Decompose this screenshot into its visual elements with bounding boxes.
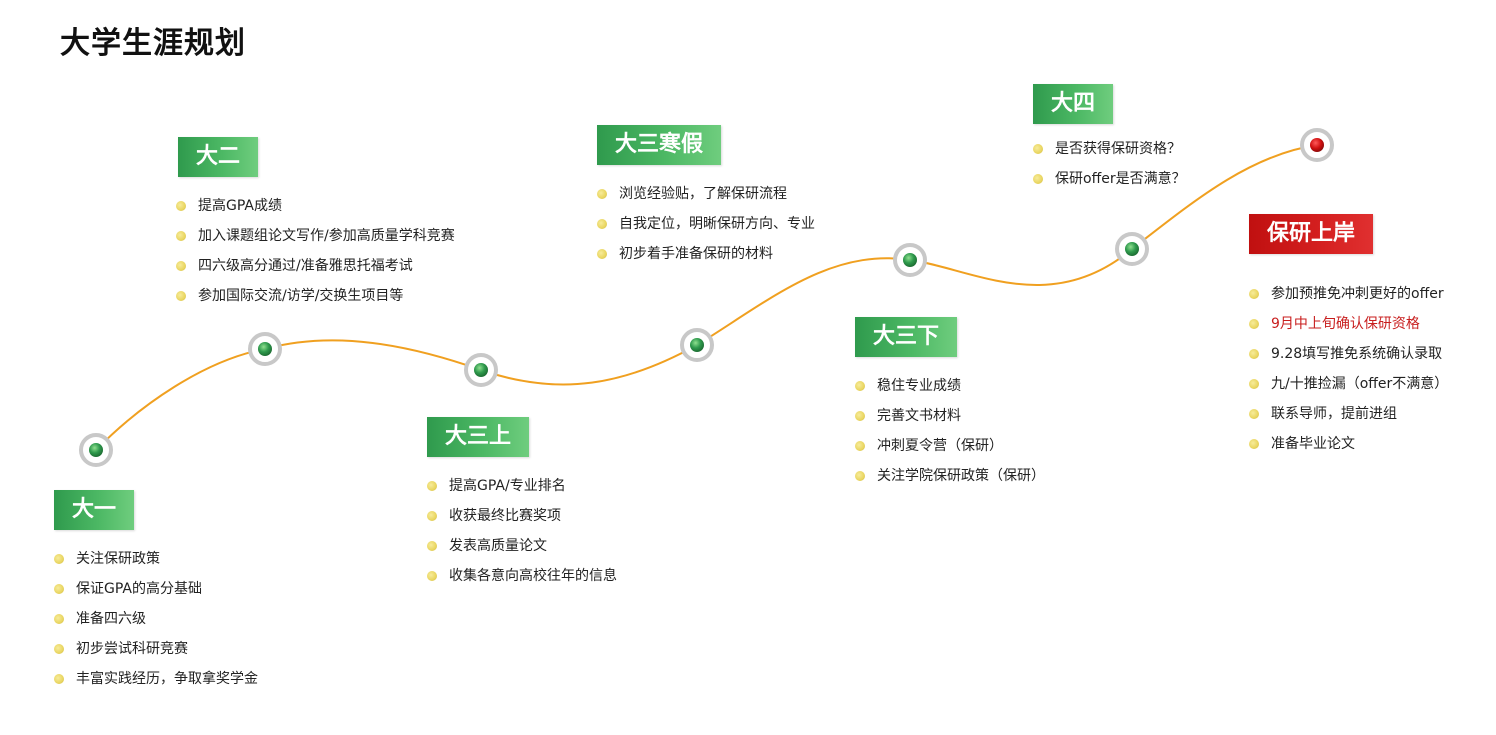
list-item: 冲刺夏令营（保研）: [855, 431, 1045, 461]
bullet-icon: [176, 201, 186, 211]
stage-da-si: 大四 是否获得保研资格？ 保研offer是否满意？: [1033, 84, 1186, 194]
stage-item-list: 参加预推免冲刺更好的offer 9月中上旬确认保研资格 9.28填写推免系统确认…: [1249, 279, 1448, 459]
node-da-san-xia: [893, 243, 927, 277]
bullet-icon: [176, 261, 186, 271]
bullet-icon: [1249, 409, 1259, 419]
bullet-icon: [176, 231, 186, 241]
stage-badge: 大三寒假: [597, 125, 722, 165]
stage-badge: 大四: [1033, 84, 1114, 124]
stage-item-list: 浏览经验贴，了解保研流程 自我定位，明晰保研方向、专业 初步着手准备保研的材料: [597, 179, 815, 269]
list-item: 发表高质量论文: [427, 531, 617, 561]
page-title: 大学生涯规划: [60, 26, 246, 61]
list-item: 收获最终比赛奖项: [427, 501, 617, 531]
bullet-icon: [1249, 289, 1259, 299]
node-da-yi: [79, 433, 113, 467]
list-item: 提高GPA成绩: [176, 191, 455, 221]
bullet-icon: [1033, 174, 1043, 184]
stage-da-er: 大二 提高GPA成绩 加入课题组论文写作/参加高质量学科竞赛 四六级高分通过/准…: [176, 137, 455, 311]
stage-da-san-hanjia: 大三寒假 浏览经验贴，了解保研流程 自我定位，明晰保研方向、专业 初步着手准备保…: [597, 125, 815, 269]
list-item: 保证GPA的高分基础: [54, 574, 258, 604]
stage-item-list: 提高GPA/专业排名 收获最终比赛奖项 发表高质量论文 收集各意向高校往年的信息: [427, 471, 617, 591]
bullet-icon: [1249, 349, 1259, 359]
list-item: 加入课题组论文写作/参加高质量学科竞赛: [176, 221, 455, 251]
bullet-icon: [1033, 144, 1043, 154]
list-item: 提高GPA/专业排名: [427, 471, 617, 501]
node-da-si: [1115, 232, 1149, 266]
list-item-highlighted: 9月中上旬确认保研资格: [1249, 309, 1448, 339]
list-item: 保研offer是否满意？: [1033, 164, 1186, 194]
bullet-icon: [54, 614, 64, 624]
list-item: 稳住专业成绩: [855, 371, 1045, 401]
list-item: 初步尝试科研竞赛: [54, 634, 258, 664]
list-item: 是否获得保研资格？: [1033, 134, 1186, 164]
list-item: 四六级高分通过/准备雅思托福考试: [176, 251, 455, 281]
node-da-er: [248, 332, 282, 366]
stage-da-yi: 大一 关注保研政策 保证GPA的高分基础 准备四六级 初步尝试科研竞赛 丰富实践…: [54, 490, 258, 694]
bullet-icon: [1249, 379, 1259, 389]
stage-badge: 大三下: [855, 317, 958, 357]
list-item: 参加国际交流/访学/交换生项目等: [176, 281, 455, 311]
bullet-icon: [54, 644, 64, 654]
list-item: 完善文书材料: [855, 401, 1045, 431]
stage-badge: 大二: [178, 137, 259, 177]
list-item: 丰富实践经历，争取拿奖学金: [54, 664, 258, 694]
bullet-icon: [54, 584, 64, 594]
stage-badge: 大一: [54, 490, 135, 530]
bullet-icon: [597, 189, 607, 199]
stage-item-list: 关注保研政策 保证GPA的高分基础 准备四六级 初步尝试科研竞赛 丰富实践经历，…: [54, 544, 258, 694]
stage-item-list: 是否获得保研资格？ 保研offer是否满意？: [1033, 134, 1186, 194]
list-item: 关注学院保研政策（保研）: [855, 461, 1045, 491]
list-item: 收集各意向高校往年的信息: [427, 561, 617, 591]
bullet-icon: [427, 511, 437, 521]
node-da-san-hanjia: [680, 328, 714, 362]
bullet-icon: [427, 541, 437, 551]
stage-item-list: 提高GPA成绩 加入课题组论文写作/参加高质量学科竞赛 四六级高分通过/准备雅思…: [176, 191, 455, 311]
list-item: 9.28填写推免系统确认录取: [1249, 339, 1448, 369]
bullet-icon: [855, 471, 865, 481]
bullet-icon: [176, 291, 186, 301]
list-item: 自我定位，明晰保研方向、专业: [597, 209, 815, 239]
list-item: 九/十推捡漏（offer不满意）: [1249, 369, 1448, 399]
list-item: 关注保研政策: [54, 544, 258, 574]
list-item: 参加预推免冲刺更好的offer: [1249, 279, 1448, 309]
stage-da-san-shang: 大三上 提高GPA/专业排名 收获最终比赛奖项 发表高质量论文 收集各意向高校往…: [427, 417, 617, 591]
stage-badge: 大三上: [427, 417, 530, 457]
bullet-icon: [597, 249, 607, 259]
bullet-icon: [597, 219, 607, 229]
list-item: 准备四六级: [54, 604, 258, 634]
list-item: 初步着手准备保研的材料: [597, 239, 815, 269]
bullet-icon: [855, 441, 865, 451]
stage-da-san-xia: 大三下 稳住专业成绩 完善文书材料 冲刺夏令营（保研） 关注学院保研政策（保研）: [855, 317, 1045, 491]
bullet-icon: [54, 554, 64, 564]
bullet-icon: [855, 381, 865, 391]
list-item: 准备毕业论文: [1249, 429, 1448, 459]
node-baoyan-shangan: [1300, 128, 1334, 162]
stage-baoyan-shangan: 保研上岸 参加预推免冲刺更好的offer 9月中上旬确认保研资格 9.28填写推…: [1249, 214, 1448, 459]
stage-badge: 保研上岸: [1249, 214, 1374, 254]
bullet-icon: [427, 571, 437, 581]
list-item: 浏览经验贴，了解保研流程: [597, 179, 815, 209]
bullet-icon: [1249, 439, 1259, 449]
bullet-icon: [1249, 319, 1259, 329]
bullet-icon: [54, 674, 64, 684]
list-item: 联系导师，提前进组: [1249, 399, 1448, 429]
bullet-icon: [427, 481, 437, 491]
node-da-san-shang: [464, 353, 498, 387]
stage-item-list: 稳住专业成绩 完善文书材料 冲刺夏令营（保研） 关注学院保研政策（保研）: [855, 371, 1045, 491]
bullet-icon: [855, 411, 865, 421]
